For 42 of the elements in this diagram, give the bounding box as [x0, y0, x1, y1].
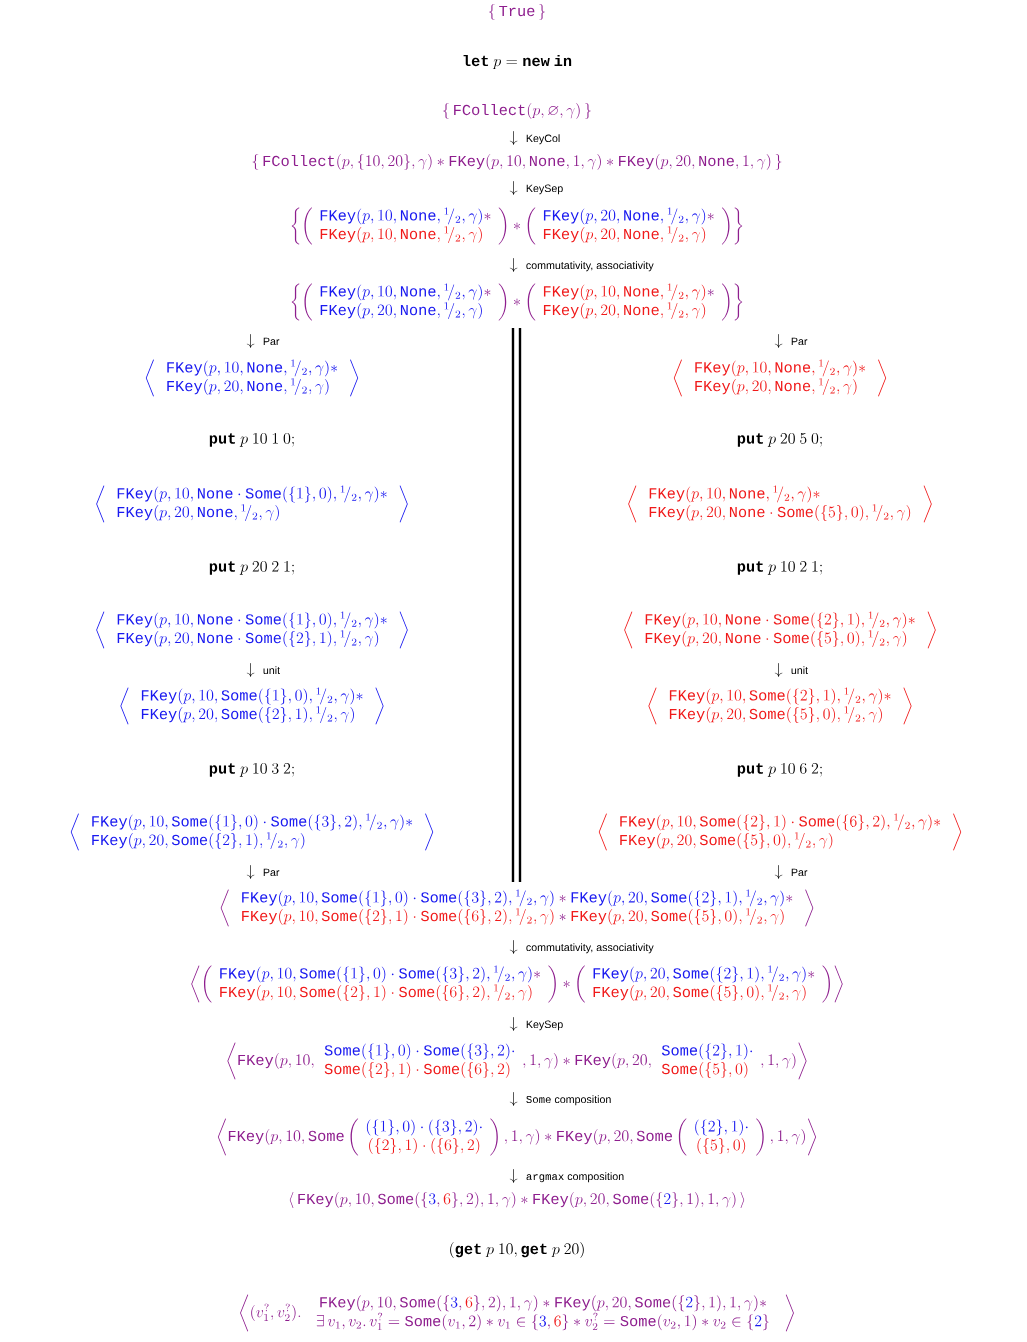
step-label: $\downarrow\ \text{\sffamily\footnotesize KeyCol}$: [509, 130, 560, 146]
step-label: $\downarrow\ \text{\sffamily\footnotesize KeySep}$: [509, 1016, 563, 1032]
step-label: $\downarrow\ \text{\sffamily\footnotesize commutativity, associativity}$: [509, 939, 654, 955]
step-label: $\downarrow\ \text{\footnotesize\texttt{Some}\sffamily\ composition}$: [509, 1091, 611, 1107]
assertion-formula: $\color{cp}\{\,\texttt{FCollect}(p,\varnothing,\gamma)\,\}$: [443, 103, 591, 119]
assertion-formula: $\color{cp}\left\langle\ \begin{array}{l}{\color{cb}\texttt{FKey}(p,10,\texttt{Some}(\{1\},0)\cdot\texttt{Some}(\{3\},2),{}^{1}\!/{}_{2},\gamma)}\ast{\color{cb}\texttt{FKey}(p,20,\texttt{Some}(\{2\},1),{}^{1}\!/{}_{2},\gamma)}\ast\\{\color{cr}\texttt{FKey}(p,10,\texttt{Some}(\{2\},1)\cdot\texttt{Some}(\{6\},2),{}^{1}\!/{}_{2},\gamma)}\ast{\color{cr}\texttt{FKey}(p,20,\texttt{Some}(\{5\},0),{}^{1}\!/{}_{2},\gamma)}\end{array}\ \right\rangle$: [220, 889, 814, 927]
command-line: $(\texttt{\textbf{get}}\ p\ 10,\texttt{\textbf{get}}\ p\ 20)$: [450, 1242, 584, 1258]
assertion-formula: $\color{cb}\left\langle\ \begin{array}{l}\texttt{FKey}(p,10,\texttt{None},{}^{1}\!/{}_{2},\gamma)\ast\\\texttt{FKey}(p,20,\texttt{None},{}^{1}\!/{}_{2},\gamma)\end{array}\ \right\rangle$: [145, 359, 359, 397]
step-label: $\downarrow\ \text{\sffamily\footnotesize commutativity, associativity}$: [509, 257, 654, 273]
command-line: $\texttt{\textbf{put}}\ p\ 10\ 3\ 2;$: [209, 762, 294, 777]
step-label: $\downarrow\ \text{\footnotesize\texttt{argmax}\sffamily\ composition}$: [509, 1168, 624, 1184]
assertion-formula: $\color{cb}\left\langle\ \begin{array}{l}\texttt{FKey}(p,10,\texttt{None}\cdot\texttt{Some}(\{1\},0),{}^{1}\!/{}_{2},\gamma)\ast\\\texttt{FKey}(p,20,\texttt{None}\cdot\texttt{Some}(\{2\},1),{}^{1}\!/{}_{2},\gamma)\end{array}\ \right\rangle$: [96, 611, 408, 649]
assertion-formula: $\color{cr}\left\langle\ \begin{array}{l}\texttt{FKey}(p,10,\texttt{Some}(\{2\},1),{}^{1}\!/{}_{2},\gamma)\ast\\\texttt{FKey}(p,20,\texttt{Some}(\{5\},0),{}^{1}\!/{}_{2},\gamma)\end{array}\ \right\rangle$: [648, 687, 912, 725]
assertion-formula: $\color{cr}\left\langle\ \begin{array}{l}\texttt{FKey}(p,10,\texttt{Some}(\{2\},1)\cdot\texttt{Some}(\{6\},2),{}^{1}\!/{}_{2},\gamma)\ast\\\texttt{FKey}(p,20,\texttt{Some}(\{5\},0),{}^{1}\!/{}_{2},\gamma)\end{array}\ \right\rangle$: [598, 813, 962, 851]
step-label: $\downarrow\ \text{\sffamily\footnotesize Par}$: [246, 864, 280, 880]
assertion-formula: $\color{cr}\left\langle\ \begin{array}{l}\texttt{FKey}(p,10,\texttt{None},{}^{1}\!/{}_{2},\gamma)\ast\\\texttt{FKey}(p,20,\texttt{None}\cdot\texttt{Some}(\{5\},0),{}^{1}\!/{}_{2},\gamma)\end{array}\ \right\rangle$: [628, 485, 932, 523]
assertion-formula: $\color{cp}\left\langle\texttt{FKey}(p,10,\begin{array}{l}{\color{cb}\texttt{Some}(\{1\},0)\cdot\texttt{Some}(\{3\},2)\cdot}\\{\color{cr}\texttt{Some}(\{2\},1)\cdot\texttt{Some}(\{6\},2)}\end{array},1,\gamma)\ast\texttt{FKey}(p,20,\begin{array}{l}{\color{cb}\texttt{Some}(\{2\},1)\cdot}\\{\color{cr}\texttt{Some}(\{5\},0)}\end{array},1,\gamma)\right\rangle$: [227, 1042, 807, 1080]
assertion-formula: $\color{cp}\left\langle(v_1^?,v_2^?).\ \ \begin{array}{c}\texttt{FKey}(p,10,\texttt{Some}(\{{\color{cb}3},{\color{cr}6}\},2),1,\gamma)\ast\texttt{FKey}(p,20,\texttt{Some}(\{{\color{cb}2}\},1),1,\gamma)\ast\\\exists\,v_1,v_2.\,v_1^?=\texttt{Some}(v_1,2)\ast v_1\in\{{\color{cb}3},{\color{cr}6}\}\ast v_2^?=\texttt{Some}(v_2,1)\ast v_2\in\{{\color{cb}2}\}\end{array}\ \ \right\rangle$: [240, 1294, 794, 1332]
assertion-formula: $\color{cp}\{\,\texttt{FCollect}(p,\{10,20\},\gamma)\ast\texttt{FKey}(p,10,\texttt{None},1,\gamma)\ast\texttt{FKey}(p,20,\texttt{None},1,\gamma)\,\}$: [252, 154, 782, 170]
assertion-formula: $\color{cp}\langle\,\texttt{FKey}(p,10,\texttt{Some}(\{{\color{cb}3},{\color{cr}6}\},2),1,\gamma)\ast\texttt{FKey}(p,20,\texttt{Some}(\{{\color{cb}2}\},1),1,\gamma)\,\rangle$: [289, 1192, 745, 1208]
command-line: $\texttt{\textbf{let}}\ p=\texttt{\textbf{new}}\ \texttt{\textbf{in}}$: [463, 54, 572, 70]
command-line: $\texttt{\textbf{put}}\ p\ 10\ 6\ 2;$: [737, 762, 822, 777]
assertion-formula: $\color{cp}\left\{\left(\begin{array}{l}{\color{cb}\texttt{FKey}(p,10,\texttt{None},{}^{1}\!/{}_{2},\gamma)}\ast\\{\color{cb}\texttt{FKey}(p,20,\texttt{None},{}^{1}\!/{}_{2},\gamma)}\end{array}\right)\ast\left(\begin{array}{l}{\color{cr}\texttt{FKey}(p,10,\texttt{None},{}^{1}\!/{}_{2},\gamma)}\ast\\{\color{cr}\texttt{FKey}(p,20,\texttt{None},{}^{1}\!/{}_{2},\gamma)}\end{array}\right)\right\}$: [291, 283, 743, 321]
assertion-formula: $\color{cr}\left\langle\ \begin{array}{l}\texttt{FKey}(p,10,\texttt{None}\cdot\texttt{Some}(\{2\},1),{}^{1}\!/{}_{2},\gamma)\ast\\\texttt{FKey}(p,20,\texttt{None}\cdot\texttt{Some}(\{5\},0),{}^{1}\!/{}_{2},\gamma)\end{array}\ \right\rangle$: [624, 611, 936, 649]
command-line: $\texttt{\textbf{put}}\ p\ 10\ 1\ 0;$: [209, 432, 294, 447]
assertion-formula: $\color{cr}\left\langle\ \begin{array}{l}\texttt{FKey}(p,10,\texttt{None},{}^{1}\!/{}_{2},\gamma)\ast\\\texttt{FKey}(p,20,\texttt{None},{}^{1}\!/{}_{2},\gamma)\end{array}\ \right\rangle$: [673, 359, 887, 397]
step-label: $\downarrow\ \text{\sffamily\footnotesize Par}$: [246, 333, 280, 349]
assertion-formula: $\color{cp}\left\{\left(\begin{array}{l}{\color{cb}\texttt{FKey}(p,10,\texttt{None},{}^{1}\!/{}_{2},\gamma)}\ast\\{\color{cr}\texttt{FKey}(p,10,\texttt{None},{}^{1}\!/{}_{2},\gamma)}\end{array}\right)\ast\left(\begin{array}{l}{\color{cb}\texttt{FKey}(p,20,\texttt{None},{}^{1}\!/{}_{2},\gamma)}\ast\\{\color{cr}\texttt{FKey}(p,20,\texttt{None},{}^{1}\!/{}_{2},\gamma)}\end{array}\right)\right\}$: [291, 207, 743, 245]
step-label: $\downarrow\ \text{\sffamily\footnotesize unit}$: [774, 662, 808, 678]
step-label: $\downarrow\ \text{\sffamily\footnotesize Par}$: [774, 864, 808, 880]
step-label: $\downarrow\ \text{\sffamily\footnotesize unit}$: [246, 662, 280, 678]
step-label: $\downarrow\ \text{\sffamily\footnotesize KeySep}$: [509, 180, 563, 196]
assertion-formula: $\color{cp}\{\,\texttt{True}\,\}$: [489, 4, 545, 20]
assertion-formula: $\color{cb}\left\langle\ \begin{array}{l}\texttt{FKey}(p,10,\texttt{None}\cdot\texttt{Some}(\{1\},0),{}^{1}\!/{}_{2},\gamma)\ast\\\texttt{FKey}(p,20,\texttt{None},{}^{1}\!/{}_{2},\gamma)\end{array}\ \right\rangle$: [96, 485, 408, 523]
command-line: $\texttt{\textbf{put}}\ p\ 20\ 2\ 1;$: [209, 560, 294, 575]
command-line: $\texttt{\textbf{put}}\ p\ 20\ 5\ 0;$: [737, 432, 822, 447]
assertion-formula: $\color{cb}\left\langle\ \begin{array}{l}\texttt{FKey}(p,10,\texttt{Some}(\{1\},0),{}^{1}\!/{}_{2},\gamma)\ast\\\texttt{FKey}(p,20,\texttt{Some}(\{2\},1),{}^{1}\!/{}_{2},\gamma)\end{array}\ \right\rangle$: [120, 687, 384, 725]
assertion-formula: $\color{cp}\left\langle\left(\begin{array}{l}{\color{cb}\texttt{FKey}(p,10,\texttt{Some}(\{1\},0)\cdot\texttt{Some}(\{3\},2),{}^{1}\!/{}_{2},\gamma)}\ast\\{\color{cr}\texttt{FKey}(p,10,\texttt{Some}(\{2\},1)\cdot\texttt{Some}(\{6\},2),{}^{1}\!/{}_{2},\gamma)}\end{array}\right)\ast\left(\begin{array}{l}{\color{cb}\texttt{FKey}(p,20,\texttt{Some}(\{2\},1),{}^{1}\!/{}_{2},\gamma)}\ast\\{\color{cr}\texttt{FKey}(p,20,\texttt{Some}(\{5\},0),{}^{1}\!/{}_{2},\gamma)}\end{array}\right)\right\rangle$: [191, 965, 843, 1003]
assertion-formula: $\color{cp}\left\langle\texttt{FKey}(p,10,\texttt{Some}\left(\begin{array}{c}{\color{cb}(\{1\},0)\cdot(\{3\},2)\cdot}\\{\color{cr}(\{2\},1)\cdot(\{6\},2)}\end{array}\right),1,\gamma)\ast\texttt{FKey}(p,20,\texttt{Some}\left(\begin{array}{c}{\color{cb}(\{2\},1)\cdot}\\{\color{cr}(\{5\},0)}\end{array}\right),1,\gamma)\right\rangle$: [217, 1118, 817, 1156]
command-line: $\texttt{\textbf{put}}\ p\ 10\ 2\ 1;$: [737, 560, 822, 575]
assertion-formula: $\color{cb}\left\langle\ \begin{array}{l}\texttt{FKey}(p,10,\texttt{Some}(\{1\},0)\cdot\texttt{Some}(\{3\},2),{}^{1}\!/{}_{2},\gamma)\ast\\\texttt{FKey}(p,20,\texttt{Some}(\{2\},1),{}^{1}\!/{}_{2},\gamma)\end{array}\ \right\rangle$: [70, 813, 434, 851]
step-label: $\downarrow\ \text{\sffamily\footnotesize Par}$: [774, 333, 808, 349]
